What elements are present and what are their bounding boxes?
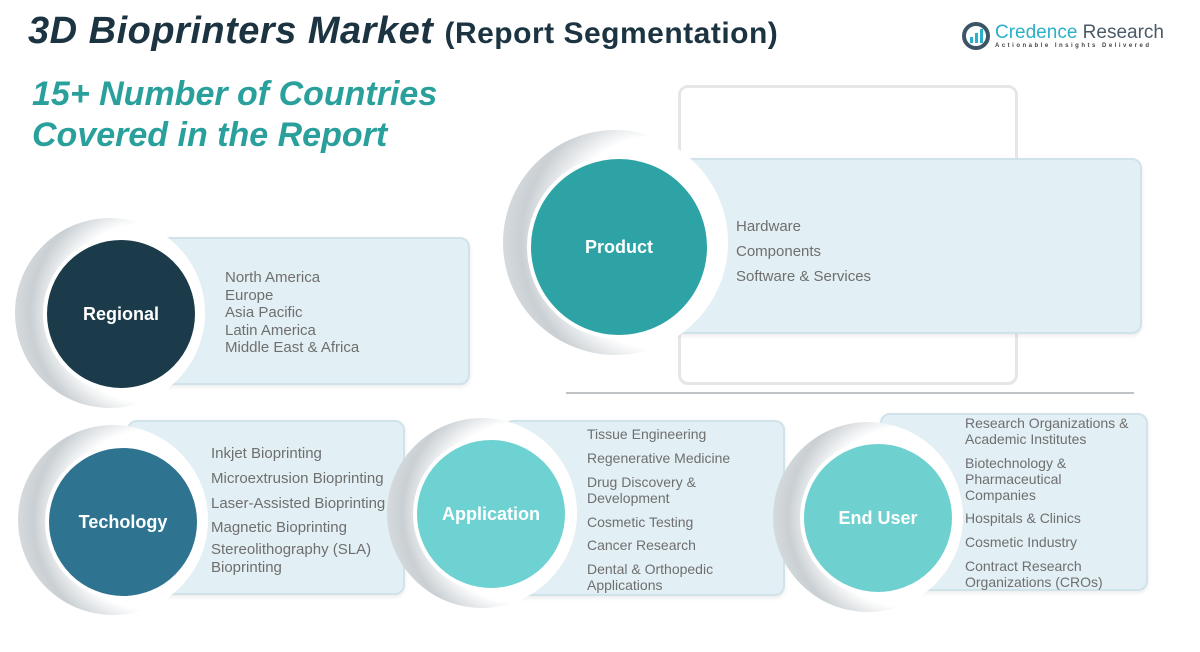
list-item: North America <box>225 269 321 286</box>
logo-chart-icon <box>962 22 990 50</box>
technology-label: Techology <box>78 511 168 532</box>
end-user-circle: End User <box>800 440 956 596</box>
list-item: Asia Pacific <box>225 304 303 321</box>
list-item: Cosmetic Testing <box>587 514 694 530</box>
list-item: Laser-Assisted Bioprinting <box>211 494 386 512</box>
logo-name-part2: Research <box>1082 22 1164 43</box>
application-circle: Application <box>413 436 569 592</box>
list-item: Cancer Research <box>587 537 696 553</box>
list-item: Hardware <box>736 218 802 235</box>
regional-list: North America Europe Asia Pacific Latin … <box>225 269 359 357</box>
list-item: Hospitals & Clinics <box>965 510 1081 526</box>
page-title: 3D Bioprinters Market (Report Segmentati… <box>28 10 778 53</box>
list-item: Microextrusion Bioprinting <box>211 469 384 487</box>
end-user-label: End User <box>838 507 918 528</box>
title-text: 3D Bioprinters Market <box>28 10 434 52</box>
list-item: Inkjet Bioprinting <box>211 445 322 462</box>
countries-line-1: 15+ Number of Countries <box>32 75 438 113</box>
list-item: Research Organizations & Academic Instit… <box>965 415 1129 447</box>
list-item: Stereolithography (SLA) Bioprinting <box>211 541 372 577</box>
technology-circle: Techology <box>45 444 201 600</box>
product-circle: Product <box>527 155 711 339</box>
list-item: Biotechnology & Pharmaceutical Companies <box>965 455 1067 503</box>
application-list: Tissue Engineering Regenerative Medicine… <box>587 426 767 593</box>
list-item: Magnetic Bioprinting <box>211 519 347 537</box>
credence-logo: Credence Research Actionable Insights De… <box>962 22 1164 50</box>
product-list: Hardware Components Software & Services <box>736 214 871 289</box>
list-item: Components <box>736 243 822 260</box>
logo-tagline: Actionable Insights Delivered <box>995 43 1152 49</box>
end-user-list: Research Organizations & Academic Instit… <box>965 415 1143 590</box>
list-item: Dental & Orthopedic Applications <box>587 561 714 593</box>
list-item: Cosmetic Industry <box>965 534 1078 550</box>
title-subtitle: (Report Segmentation) <box>444 17 779 50</box>
logo-name-part1: Credence <box>995 22 1078 43</box>
product-panel <box>650 158 1142 334</box>
regional-circle: Regional <box>43 236 199 392</box>
list-item: Tissue Engineering <box>587 426 707 442</box>
background-floor-line <box>566 392 1134 394</box>
product-label: Product <box>584 236 653 257</box>
list-item: Latin America <box>225 321 316 339</box>
list-item: Drug Discovery & Development <box>587 474 696 506</box>
list-item: Software & Services <box>736 268 872 285</box>
list-item: Regenerative Medicine <box>587 450 731 466</box>
list-item: Middle East & Africa <box>225 339 360 356</box>
logo-name: Credence Research <box>995 23 1164 43</box>
list-item: Europe <box>225 286 274 304</box>
application-label: Application <box>442 503 540 524</box>
regional-label: Regional <box>82 303 159 324</box>
technology-list: Inkjet Bioprinting Microextrusion Biopri… <box>211 442 401 577</box>
countries-line-2: Covered in the Report <box>32 116 388 154</box>
list-item: Contract Research Organizations (CROs) <box>965 558 1103 590</box>
